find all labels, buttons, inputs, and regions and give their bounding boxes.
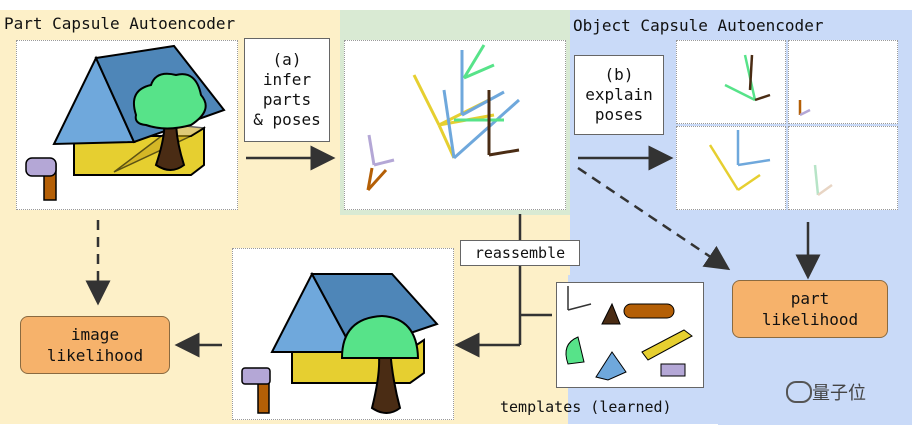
watermark-icon [786,381,812,403]
object-panel-2 [788,40,898,124]
house-illustration [25,44,226,201]
watermark-text: 量子位 [812,383,866,404]
object-panel-1 [676,40,786,124]
infer-parts-label: (a) infer parts & poses [244,38,330,142]
templates-label: templates (learned) [500,398,672,416]
reconstructed-house [241,271,439,414]
object-panel-4 [788,126,898,210]
pose-arrows-diagram [366,44,520,192]
part-likelihood-box: part likelihood [732,280,888,338]
object-capsule-title: Object Capsule Autoencoder [573,16,824,35]
template-shapes [565,286,693,381]
object-panel-3 [676,126,786,210]
reassemble-label: reassemble [460,240,580,266]
image-likelihood-box: image likelihood [20,316,170,374]
parts-poses-panel [344,40,566,210]
part-capsule-title: Part Capsule Autoencoder [4,14,236,33]
explain-poses-label: (b) explain poses [574,55,664,135]
